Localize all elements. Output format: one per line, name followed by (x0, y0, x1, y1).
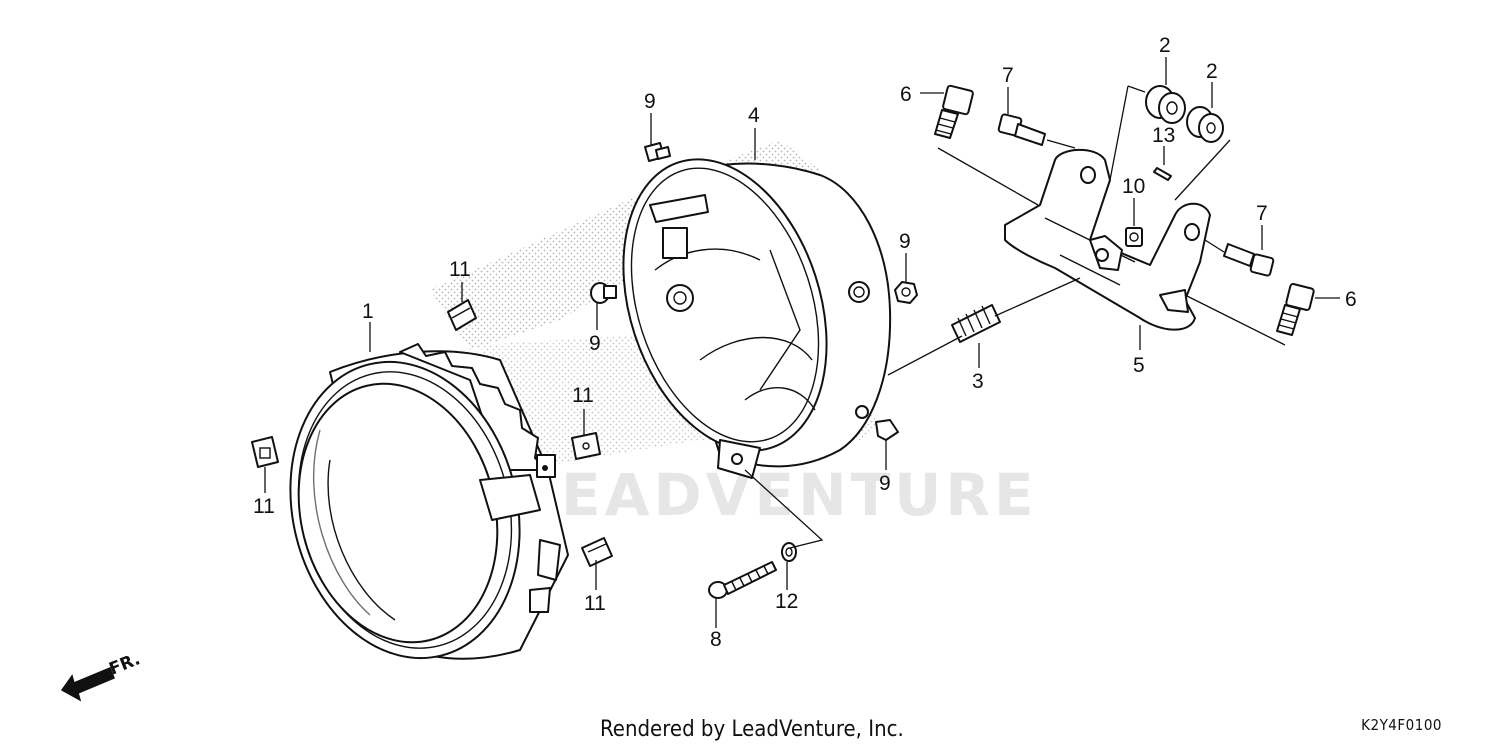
pin-13 (1153, 167, 1172, 181)
callout-10: 10 (1122, 175, 1145, 198)
headlight-unit (289, 343, 569, 660)
callout-9: 9 (899, 230, 911, 253)
bolt-9-left (590, 282, 617, 304)
callout-6: 6 (900, 83, 912, 106)
washer-12 (781, 542, 797, 562)
collar-2-left (1145, 85, 1186, 124)
diagram-code: K2Y4F0100 (1361, 716, 1442, 734)
callout-6: 6 (1345, 288, 1357, 311)
headlight-case (622, 158, 892, 479)
front-label: FR. (106, 649, 143, 679)
bolt-6-lower (1276, 283, 1315, 336)
callout-8: 8 (710, 628, 722, 651)
callout-11: 11 (584, 592, 606, 615)
render-credit: Rendered by LeadVenture, Inc. (600, 717, 904, 742)
bolt-9-bottom (875, 419, 899, 441)
bolt-7-upper (997, 113, 1046, 146)
callout-3: 3 (972, 370, 984, 393)
screw-8 (708, 561, 777, 599)
callout-9: 9 (589, 332, 601, 355)
callout-11: 11 (449, 258, 471, 281)
callout-13: 13 (1152, 124, 1175, 147)
callout-11: 11 (572, 384, 594, 407)
callout-9: 9 (879, 472, 891, 495)
callout-2: 2 (1159, 34, 1171, 57)
callout-5: 5 (1133, 354, 1145, 377)
callout-1: 1 (362, 300, 374, 323)
bolt-9-top (644, 142, 671, 162)
spring-3 (951, 304, 1001, 343)
callout-4: 4 (748, 104, 760, 127)
clip-11-middle (571, 432, 601, 460)
front-arrow-icon (60, 667, 115, 702)
collar-2-right (1186, 106, 1224, 143)
clip-11-upper (447, 299, 477, 331)
callout-labels: 1 2 2 3 4 5 6 6 7 7 8 9 9 9 9 10 11 11 1… (253, 34, 1357, 651)
front-direction-indicator: FR. (60, 649, 143, 702)
clip-11-lower (581, 537, 613, 567)
callout-12: 12 (775, 590, 798, 613)
callout-7: 7 (1256, 202, 1268, 225)
leader-lines (264, 57, 1340, 628)
bolt-7-lower (1223, 243, 1275, 277)
nut-10 (1125, 227, 1143, 247)
bolt-9-right (894, 281, 918, 304)
callout-9: 9 (644, 90, 656, 113)
watermark-text: LEADVENTURE (520, 461, 1038, 529)
callout-7: 7 (1002, 64, 1014, 87)
headlight-stay (1004, 148, 1211, 331)
clip-11-left (251, 436, 279, 468)
bolt-6-upper (934, 84, 974, 139)
callout-11: 11 (253, 495, 275, 518)
callout-2: 2 (1206, 60, 1218, 83)
